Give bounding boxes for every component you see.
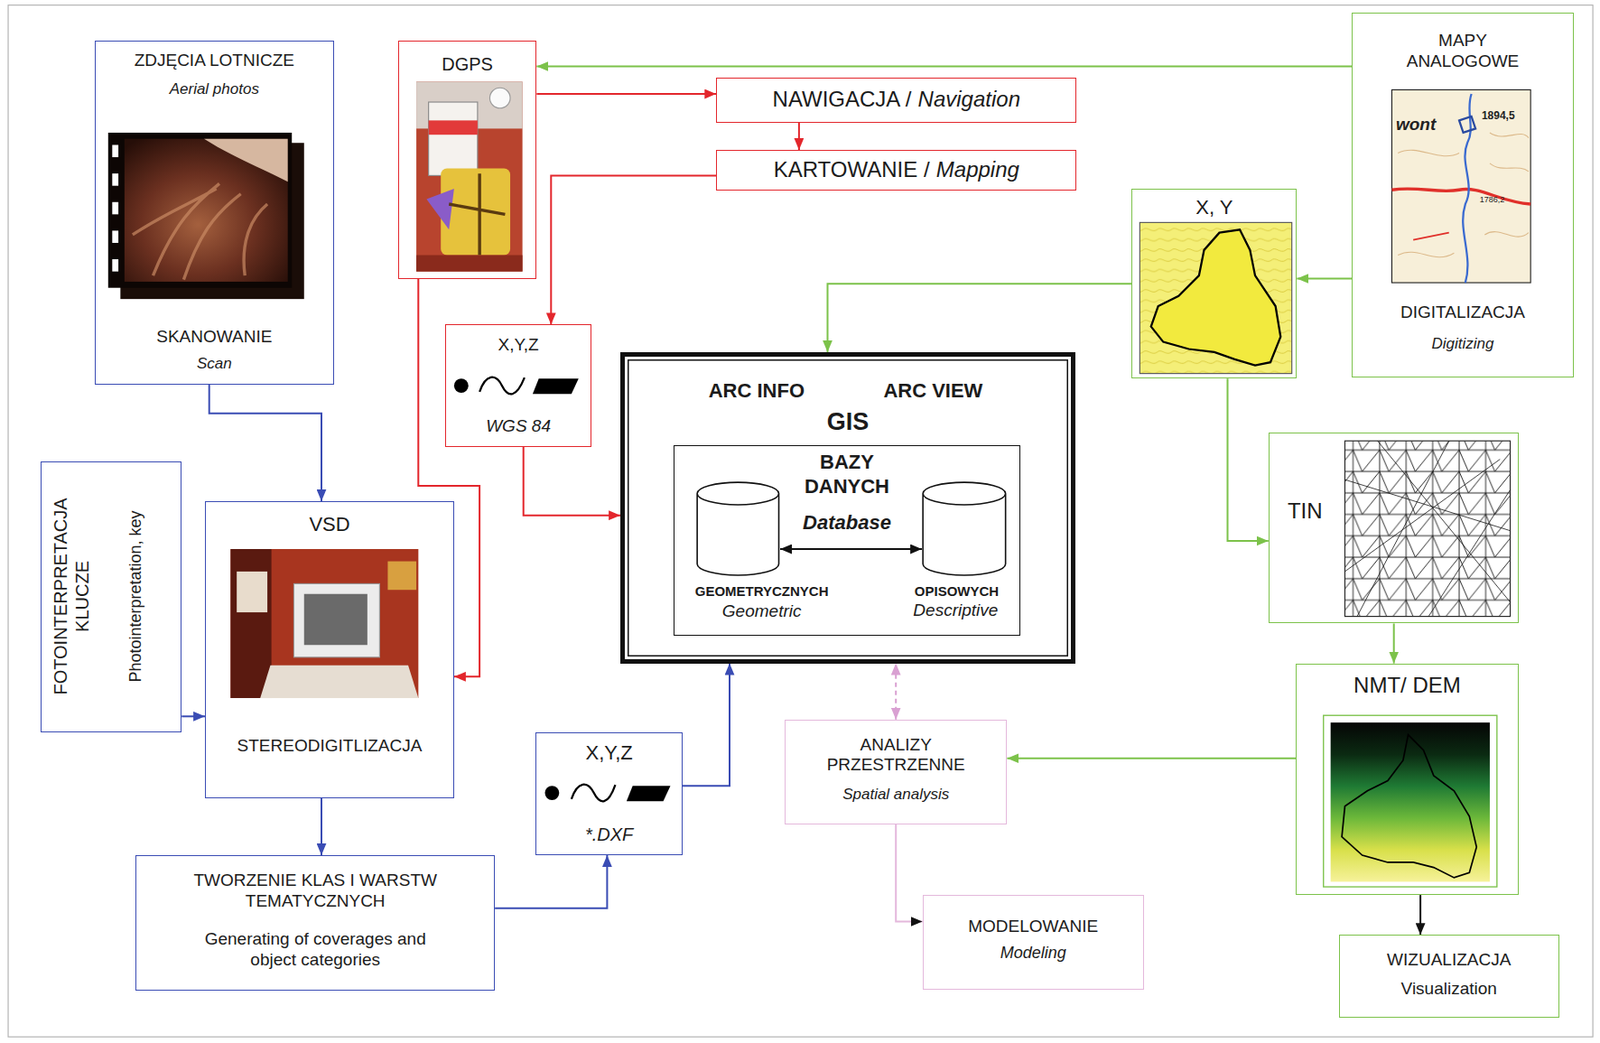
node-text: X, Y [1134,195,1294,220]
connector [418,279,480,678]
process-box: VSD STEREODIGITLIZACJA [204,501,455,799]
key-box: FOTOINTERPRETACJA KLUCZE Photointerpretat… [40,461,182,734]
node-text: WGS 84 [448,416,589,438]
node-text: ZDJĘCIA LOTNICZE [98,50,330,72]
data-box: X, Y [1131,188,1297,379]
connector [550,175,717,325]
connector [1227,378,1269,541]
coordinate-box: X,Y,Z WGS 84 [445,324,593,447]
connector [895,824,922,921]
node-text: Modeling [926,943,1141,964]
node-text: DGPS [401,53,534,75]
node-text: STEREODIGITLIZACJA [208,735,451,757]
model-box: TIN [1268,432,1519,624]
text-row: KARTOWANIE /Mapping [716,150,1076,190]
node-text: Digitizing [1355,334,1570,354]
node-text: GIS [627,407,1069,437]
text-row: NAWIGACJA /Navigation [716,78,1076,122]
connector [1006,757,1296,760]
node-text: ARC VIEW [883,379,983,403]
connector [1296,278,1352,280]
connector [523,446,621,516]
node-text: ARC INFO [708,379,805,403]
node-text: KARTOWANIE / [773,157,931,184]
connector [320,798,323,856]
map-label: 1894,5 [1481,110,1516,122]
database-cylinder: OPISOWYCHDescriptive [921,481,1007,577]
connector [827,283,1133,353]
node-text: TWORZENIE KLAS I WARSTW TEMATYCZNYCH [162,870,469,912]
node-text: NMT/ DEM [1299,672,1515,699]
node-text: TIN [1287,498,1323,525]
node-text: Scan [98,354,330,373]
cylinder-outline [696,481,781,577]
connector [536,93,717,95]
gis-box: ARC INFOARC VIEWGISBAZY DANYCHDatabaseGE… [620,352,1076,664]
connector [536,65,1352,68]
connector [682,663,730,787]
database-box: BAZY DANYCHDatabaseGEOMETRYCZNYCHGeometr… [673,445,1021,636]
node-text: GEOMETRYCZNYCH [695,583,829,600]
node-text: SKANOWANIE [98,326,330,348]
node-text: VSD [208,512,451,537]
node-text: WIZUALIZACJA [1342,949,1556,971]
cylinder-outline [921,481,1007,577]
node-text: Geometric [722,601,802,623]
source-box: MAPY ANALOGOWE DIGITALIZACJA Digitizing [1351,12,1573,379]
source-box: ZDJĘCIA LOTNICZE Aerial photosSKANOWANIE S… [94,40,334,385]
node-text: Descriptive [912,600,998,622]
connector [894,663,897,720]
node-text: Aerial photos [98,80,330,99]
node-text: NAWIGACJA / [772,86,912,113]
coordinate-box: X,Y,Z *.DXF [535,732,683,856]
connector [209,384,322,502]
node-text: MAPY ANALOGOWE [1391,30,1535,73]
output-box: MODELOWANIE Modeling [922,894,1145,990]
connector [780,548,922,550]
node-text: Visualization [1342,978,1556,1000]
process-box: NAWIGACJA /Navigation [716,77,1077,123]
output-box: WIZUALIZACJA Visualization [1339,934,1560,1018]
node-text: MODELOWANIE [926,916,1141,938]
node-text: BAZY DANYCH [790,450,903,499]
node-text: FOTOINTERPRETACJA KLUCZE [49,486,94,707]
node-text: DIGITALIZACJA [1355,302,1570,324]
node-text: Mapping [936,157,1020,184]
connector [1393,623,1396,664]
connector [1419,894,1422,935]
node-text: Spatial analysis [788,785,1004,804]
node-text: X,Y,Z [448,334,589,356]
source-box: DGPS [398,40,538,279]
process-box: TWORZENIE KLAS I WARSTW TEMATYCZNYCH Gene… [135,855,495,991]
analysis-box: ANALIZY PRZESTRZENNE Spatial analysis [784,719,1007,825]
node-text: Navigation [918,86,1021,113]
model-box: NMT/ DEM [1295,663,1518,896]
node-text: X,Y,Z [539,741,680,765]
node-text: ANALIZY PRZESTRZENNE [804,734,988,777]
connector [798,122,800,151]
process-box: KARTOWANIE /Mapping [716,149,1077,191]
node-text: OPISOWYCH [914,583,999,600]
connector [181,715,205,717]
map-label: 1786,2 [1479,195,1506,205]
rotated-frame: FOTOINTERPRETACJA KLUCZE Photointerpretat… [41,462,180,732]
node-text: Generating of coverages and object categ… [203,929,428,971]
database-cylinder: GEOMETRYCZNYCHGeometric [696,481,781,577]
map-label: wont [1395,115,1436,135]
connector [494,855,607,909]
node-text: *.DXF [539,823,680,846]
node-text: Database [677,511,1017,535]
node-text: Photointerpretation, key [126,465,147,729]
